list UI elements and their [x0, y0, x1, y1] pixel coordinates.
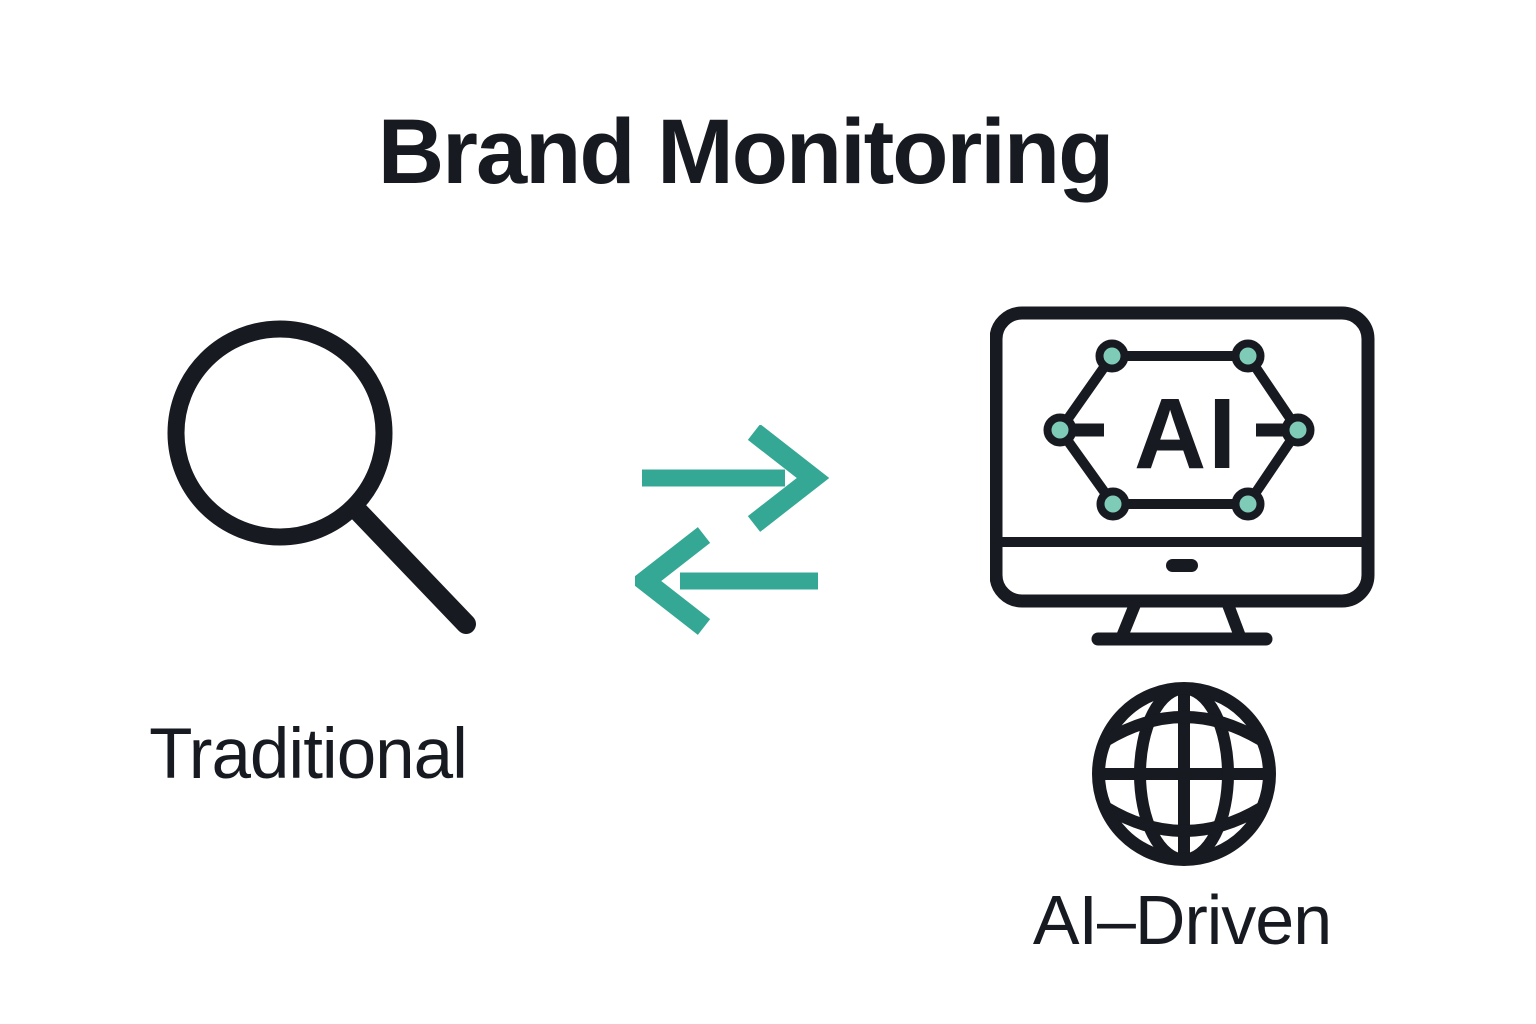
- globe-icon: [1086, 676, 1282, 872]
- page-title: Brand Monitoring: [377, 101, 1115, 203]
- ai-screen-text: AI: [1134, 378, 1238, 490]
- magnifying-glass-icon: [158, 312, 478, 637]
- monitor-power-dash: [1166, 559, 1198, 572]
- exchange-arrows-icon: [635, 425, 830, 635]
- ai-driven-label: AI–Driven: [1032, 881, 1332, 959]
- traditional-label: Traditional: [149, 715, 468, 794]
- ai-network-nodes: [1043, 339, 1315, 521]
- ai-monitor-icon: AI: [990, 306, 1380, 651]
